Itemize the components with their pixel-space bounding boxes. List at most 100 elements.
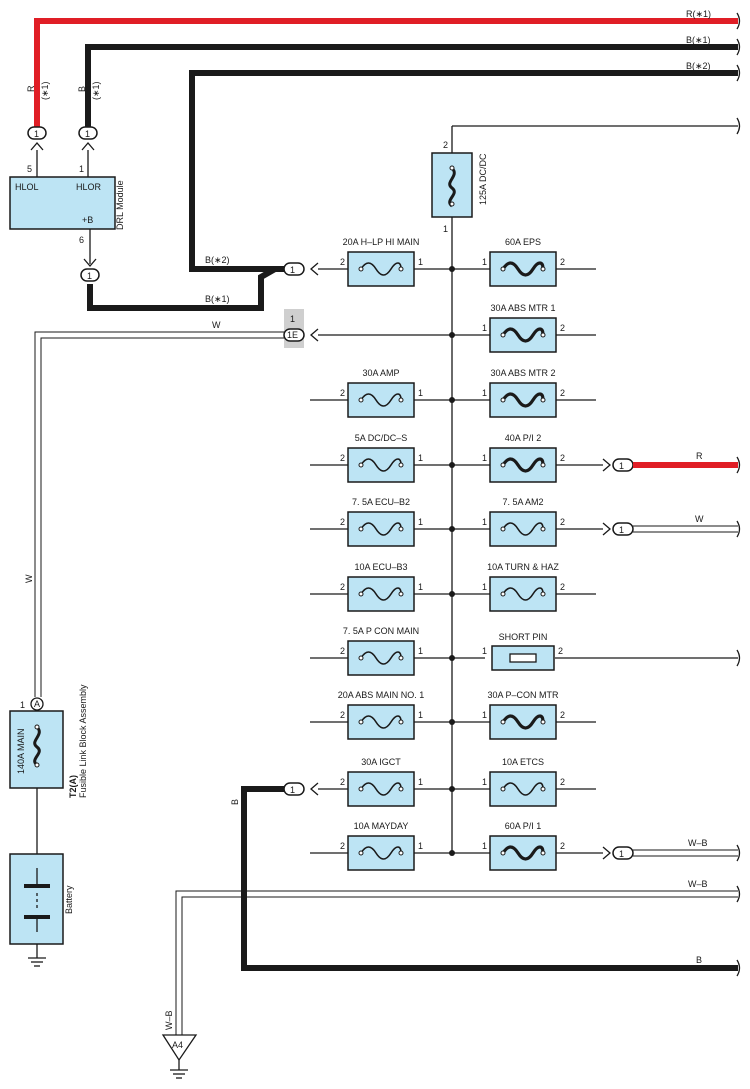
left-fuse-2-pin-right: 1 bbox=[418, 388, 423, 398]
connector-hlp-label: 1 bbox=[290, 265, 295, 275]
left-fuse-6-terminal-left bbox=[358, 655, 364, 661]
main-assembly-code: T2(A) bbox=[68, 775, 78, 798]
wire-black-b-bottom bbox=[241, 786, 738, 971]
label-b2: B(∗2) bbox=[686, 61, 711, 71]
right-fuse-9-pin-right: 2 bbox=[560, 777, 565, 787]
battery: Battery bbox=[9, 853, 74, 967]
left-fuse-6-pin-left: 2 bbox=[340, 646, 345, 656]
drl-connector-b-arrow bbox=[81, 142, 95, 151]
right-fuse-1-element bbox=[501, 261, 545, 277]
battery-label: Battery bbox=[64, 885, 74, 914]
right-fuse-3-box bbox=[489, 382, 557, 418]
right-fuse-6-terminal-left bbox=[500, 591, 506, 597]
left-fuse-6-box bbox=[347, 640, 415, 676]
right-fuse-2-box bbox=[489, 317, 557, 353]
output-r-arrow bbox=[602, 458, 611, 472]
left-fuse-7-element bbox=[360, 715, 402, 729]
left-fuse-3-element bbox=[360, 458, 402, 472]
left-fuse-7-label: 20A ABS MAIN NO. 1 bbox=[338, 690, 425, 700]
connector-1e-body bbox=[283, 328, 305, 342]
right-fuse-2-pin-right: 2 bbox=[560, 323, 565, 333]
left-fuse-5-terminal-right bbox=[398, 591, 404, 597]
connector-1e-arrow bbox=[310, 328, 319, 342]
left-fuse-1-label: 20A H–LP HI MAIN bbox=[343, 237, 420, 247]
label-drl-b2: B(∗2) bbox=[205, 255, 230, 265]
right-fuse-10-label: 60A P/I 1 bbox=[505, 821, 542, 831]
output-wb: 1 W–B bbox=[602, 838, 741, 862]
wire-black-b1 bbox=[85, 44, 738, 128]
right-fuse-6-box bbox=[489, 576, 557, 612]
break-mark-2 bbox=[736, 38, 741, 56]
left-fuse-9-terminal-right bbox=[398, 850, 404, 856]
right-fuse-2-pin-left: 1 bbox=[482, 323, 487, 333]
output-wb-break bbox=[736, 844, 741, 862]
right-fuse-3-pin-right: 2 bbox=[560, 388, 565, 398]
left-fuse-5-label: 10A ECU–B3 bbox=[354, 562, 407, 572]
right-fuse-3-pin-left: 1 bbox=[482, 388, 487, 398]
right-fuse-1-box bbox=[489, 251, 557, 287]
right-fuse-5-pin-right: 2 bbox=[560, 517, 565, 527]
connector-hlp-body bbox=[283, 262, 305, 276]
left-fuse-6-pin-right: 1 bbox=[418, 646, 423, 656]
right-fuse-4-element bbox=[501, 457, 545, 473]
left-fuse-9-box bbox=[347, 835, 415, 871]
left-fuse-9-pin-left: 2 bbox=[340, 841, 345, 851]
main-connector-a-pin: 1 bbox=[20, 700, 25, 710]
connector-hlp-arrow bbox=[310, 262, 319, 276]
drl-hlol: HLOL bbox=[15, 182, 39, 192]
left-fuse-2-element bbox=[360, 393, 402, 407]
right-fuse-2-element bbox=[501, 327, 545, 343]
main-fuse: A 1 140A MAIN T2(A) Fusible Link Block A… bbox=[9, 684, 88, 854]
label-wb-lower: W–B bbox=[688, 879, 708, 889]
wire-w-inner bbox=[40, 337, 284, 697]
left-fuse-6-terminal-right bbox=[398, 655, 404, 661]
right-fuse-9-box bbox=[489, 771, 557, 807]
drl-connector-r-label: 1 bbox=[34, 129, 39, 139]
right-fuse-10-box bbox=[489, 835, 557, 871]
main-assembly-name: Fusible Link Block Assembly bbox=[78, 684, 88, 798]
right-fuse-9-terminal-left bbox=[500, 786, 506, 792]
drl-wire-b-note: (∗1) bbox=[91, 81, 101, 100]
left-fuse-3-terminal-left bbox=[358, 462, 364, 468]
left-fuse-4-element bbox=[360, 522, 402, 536]
right-fuse-4-label: 40A P/I 2 bbox=[505, 433, 542, 443]
dcdc-fuse-label: 125A DC/DC bbox=[478, 153, 488, 205]
drl-connector-plusb-arrow bbox=[83, 258, 97, 267]
right-fuse-3-terminal-right bbox=[540, 397, 546, 403]
right-fuse-5-terminal-left bbox=[500, 526, 506, 532]
left-fuse-4-pin-left: 2 bbox=[340, 517, 345, 527]
dcdc-fuse: 125A DC/DC 2 1 bbox=[431, 126, 488, 853]
left-fuse-2-terminal-right bbox=[398, 397, 404, 403]
right-fuse-6-pin-right: 2 bbox=[560, 582, 565, 592]
left-fuse-3-label: 5A DC/DC–S bbox=[355, 433, 408, 443]
right-fuse-7-pin bbox=[509, 653, 537, 663]
left-fuse-8-element bbox=[360, 782, 402, 796]
left-fuse-7-terminal-left bbox=[358, 719, 364, 725]
drl-pin-1: 1 bbox=[79, 164, 84, 174]
right-fuse-7-pin-right: 2 bbox=[558, 646, 563, 656]
right-fuse-9-terminal-right bbox=[540, 786, 546, 792]
output-w-arrow bbox=[602, 522, 611, 536]
right-fuse-1-terminal-right bbox=[540, 266, 546, 272]
right-fuse-9-element bbox=[502, 782, 544, 796]
drl-connector-b-label: 1 bbox=[85, 129, 90, 139]
label-b-vertical: B bbox=[230, 799, 240, 805]
main-fuse-terminal-top bbox=[34, 724, 40, 730]
left-fuse-8-pin-right: 1 bbox=[418, 777, 423, 787]
right-fuse-10-element bbox=[501, 845, 545, 861]
left-fuse-5-element bbox=[360, 587, 402, 601]
left-fuse-4-pin-right: 1 bbox=[418, 517, 423, 527]
label-drl-b1: B(∗1) bbox=[205, 294, 230, 304]
right-fuse-10-terminal-left bbox=[500, 850, 506, 856]
drl-plus-b: +B bbox=[82, 215, 93, 225]
label-b-bottom: B bbox=[696, 955, 702, 965]
short-pin-break bbox=[736, 649, 741, 667]
